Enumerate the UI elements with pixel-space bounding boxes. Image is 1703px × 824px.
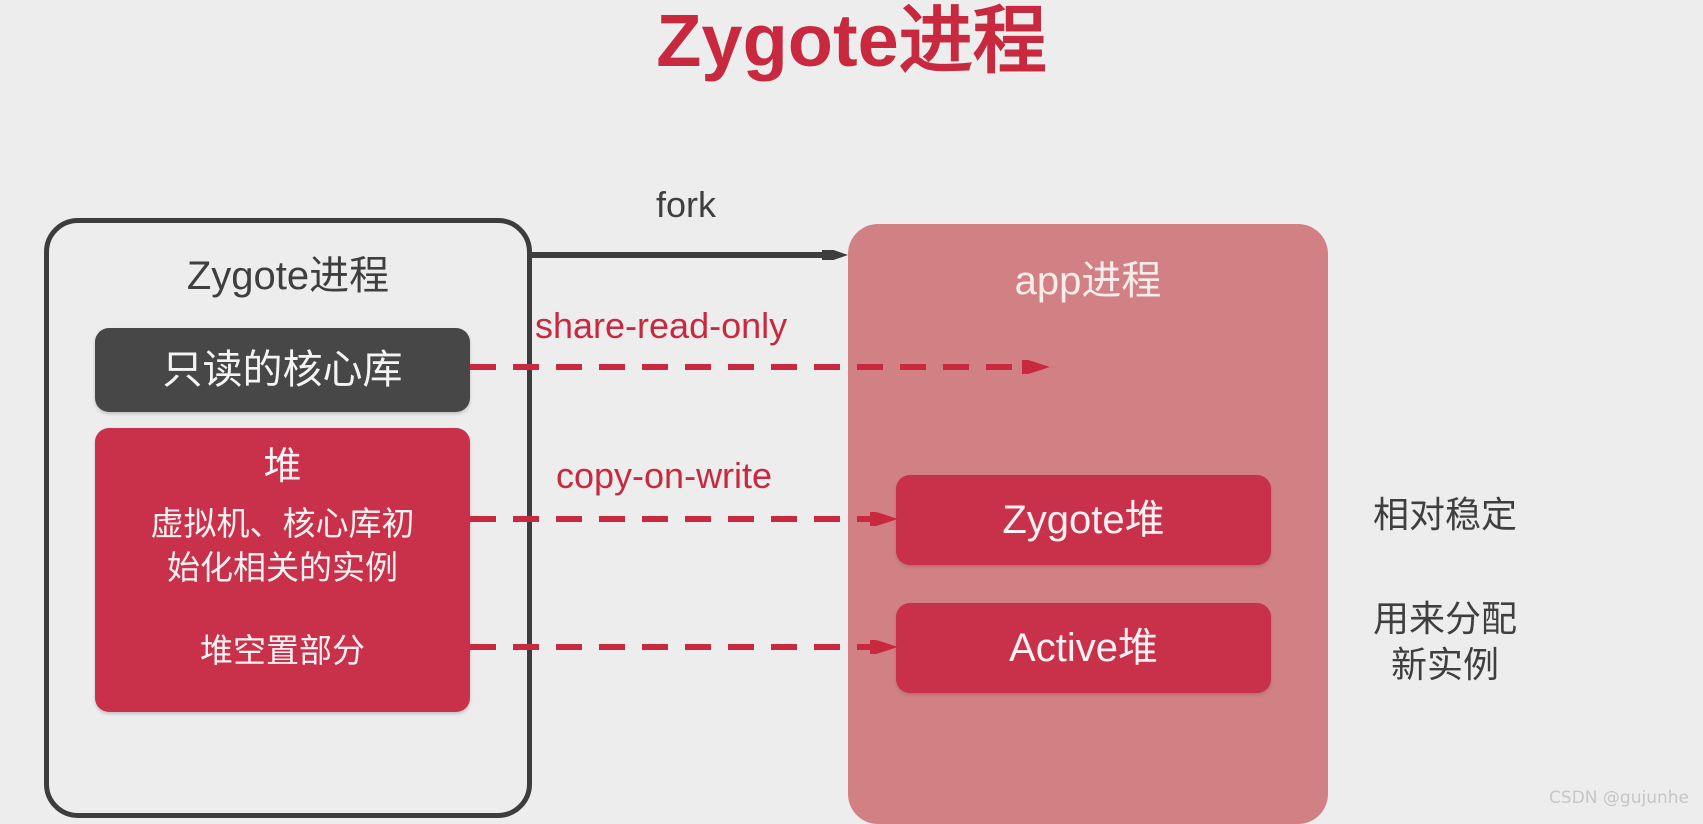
app-zygote-heap-box: Zygote堆: [896, 475, 1271, 565]
readonly-core-library-box: 只读的核心库: [95, 328, 470, 412]
zygote-heap-free-part: 堆空置部分: [200, 632, 365, 669]
copy-on-write-arrow-active-heap: [470, 640, 898, 654]
readonly-core-library-label: 只读的核心库: [162, 348, 403, 392]
share-read-only-arrow: [470, 360, 1050, 374]
zygote-heap-description: 虚拟机、核心库初 始化相关的实例: [95, 502, 470, 590]
fork-arrow: [532, 250, 848, 260]
page-title: Zygote进程: [656, 0, 1047, 82]
zygote-process-label: Zygote进程: [186, 254, 390, 298]
side-note-stable: 相对稳定: [1372, 494, 1517, 535]
side-note-allocate-line-1: 用来分配: [1372, 598, 1517, 639]
copy-on-write-arrow-zygote-heap: [470, 512, 898, 526]
copy-on-write-label: copy-on-write: [556, 455, 773, 496]
app-process-label: app进程: [1014, 259, 1162, 303]
share-read-only-label: share-read-only: [535, 305, 788, 346]
fork-label: fork: [655, 184, 716, 225]
app-process-container: app进程 Zygote堆 Active堆: [848, 224, 1328, 824]
zygote-heap-description-line-1: 虚拟机、核心库初: [150, 505, 415, 542]
zygote-heap-title: 堆: [263, 446, 302, 488]
zygote-heap-description-line-2: 始化相关的实例: [167, 549, 398, 587]
side-note-allocate-line-2: 新实例: [1390, 644, 1499, 686]
zygote-heap-box: 堆 虚拟机、核心库初 始化相关的实例 堆空置部分: [95, 428, 470, 712]
app-active-heap-box: Active堆: [896, 603, 1271, 693]
app-zygote-heap-label: Zygote堆: [1002, 498, 1165, 542]
watermark: CSDN @gujunhe: [1549, 788, 1689, 808]
app-active-heap-label: Active堆: [1009, 626, 1158, 670]
side-note-allocate: 用来分配 新实例: [1345, 596, 1545, 688]
